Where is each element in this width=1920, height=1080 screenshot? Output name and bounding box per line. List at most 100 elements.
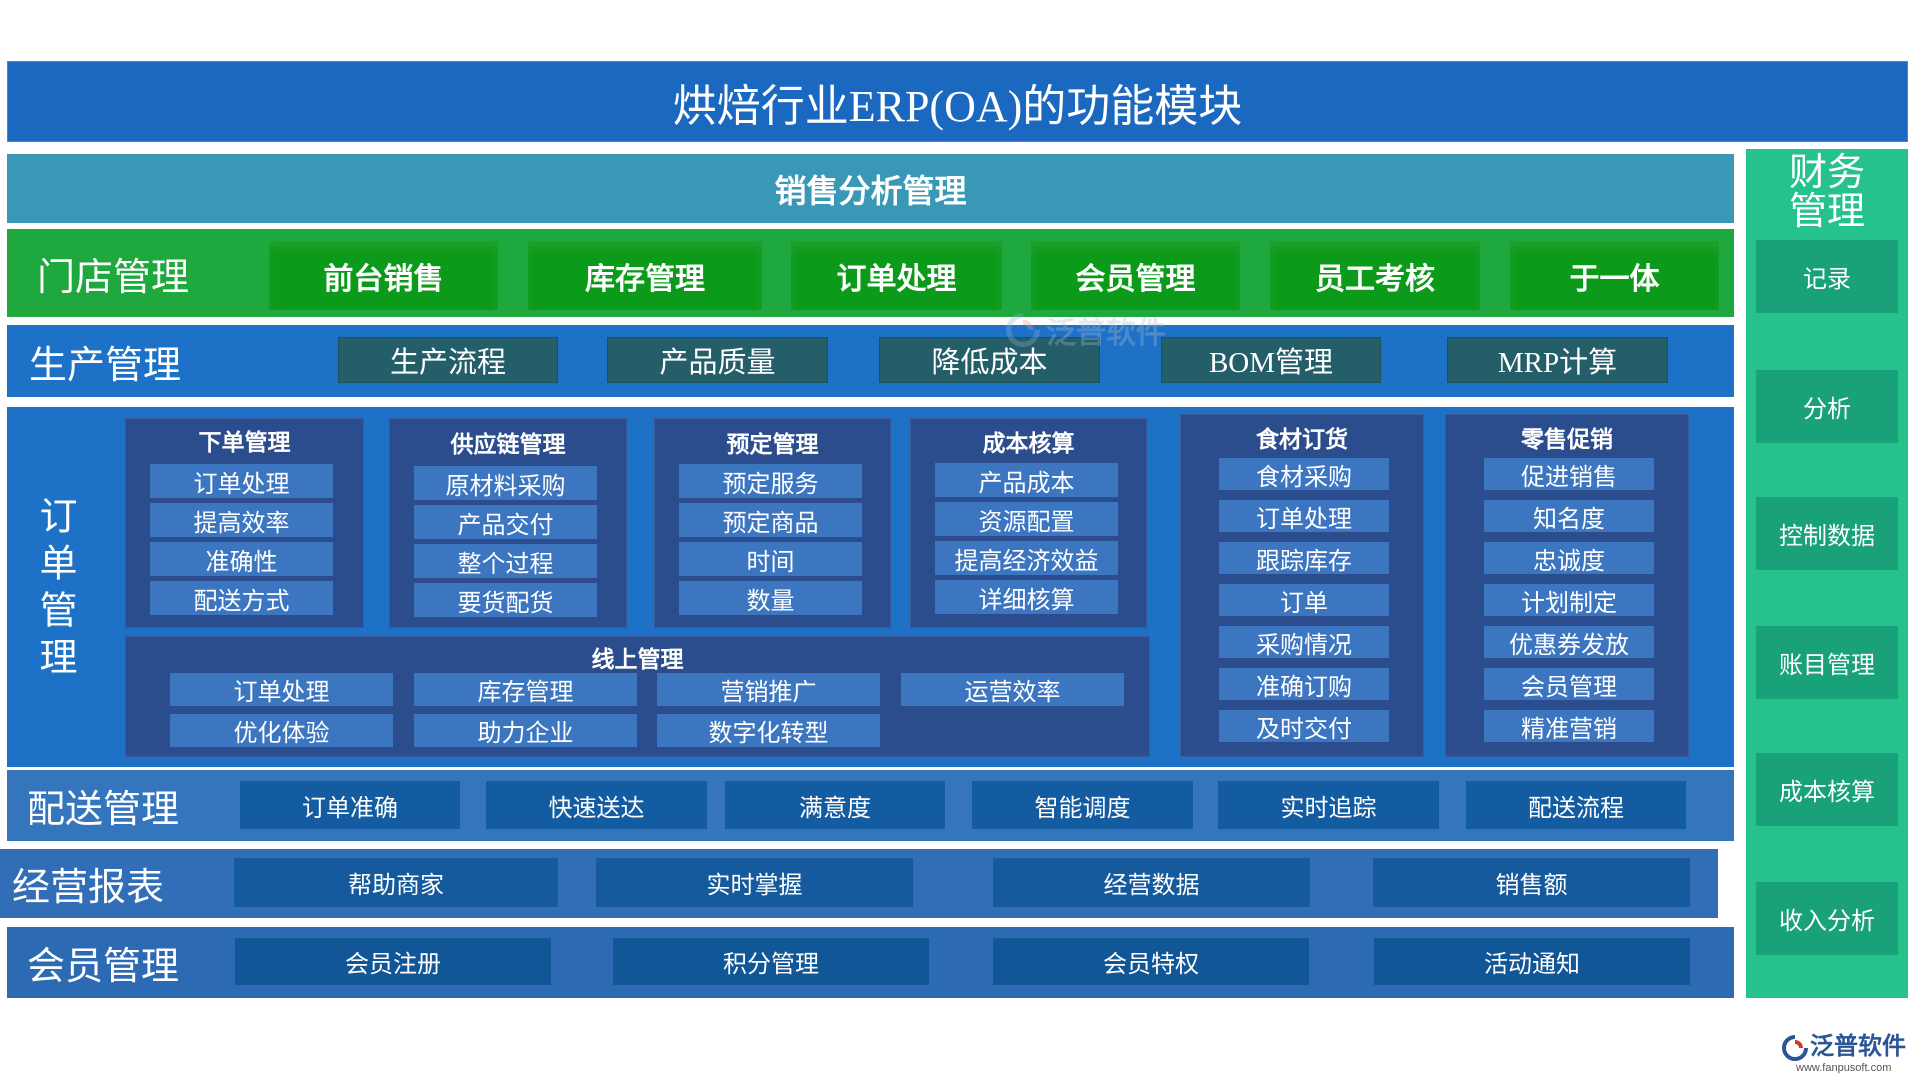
store-item: 员工考核: [1270, 241, 1480, 310]
production-item: BOM管理: [1161, 337, 1381, 383]
group-item: 优化体验: [170, 714, 393, 747]
delivery-item: 配送流程: [1466, 781, 1686, 829]
group-title: 预定管理: [726, 432, 819, 457]
finance-title-line-2: 管理: [1788, 191, 1865, 233]
group-item: 数量: [679, 581, 862, 615]
group-item: 原材料采购: [414, 466, 597, 500]
group-item: 知名度: [1484, 500, 1654, 533]
delivery-item: 满意度: [725, 781, 945, 829]
group-title: 食材订货: [1256, 427, 1348, 452]
membership-item: 会员注册: [235, 938, 551, 985]
store-item: 库存管理: [528, 241, 762, 310]
group-item: 订单处理: [150, 464, 333, 498]
membership-item: 积分管理: [613, 938, 929, 985]
store-row-label: 门店管理: [37, 256, 190, 299]
group-title: 供应链管理: [450, 432, 566, 457]
production-row: 生产管理 生产流程 产品质量 降低成本 BOM管理 MRP计算: [7, 325, 1734, 397]
group-title: 下单管理: [198, 430, 291, 455]
group-item: 精准营销: [1484, 710, 1654, 743]
group-item: 优惠券发放: [1484, 626, 1654, 659]
order-section-label: 订单管理: [33, 496, 75, 684]
reports-row-label: 经营报表: [12, 867, 165, 909]
finance-title-line-1: 财务: [1788, 152, 1865, 194]
delivery-item: 实时追踪: [1218, 781, 1439, 829]
production-item: 生产流程: [338, 337, 558, 383]
membership-item: 活动通知: [1374, 938, 1690, 985]
group-item: 库存管理: [414, 673, 637, 706]
group-item: 预定服务: [679, 464, 862, 498]
group-item: 订单处理: [170, 673, 393, 706]
group-item: 采购情况: [1219, 626, 1389, 659]
order-group-placing: 下单管理 订单处理 提高效率 准确性 配送方式: [125, 418, 364, 628]
group-item: 时间: [679, 542, 862, 576]
group-item: 准确性: [150, 542, 333, 576]
group-item: 忠诚度: [1484, 542, 1654, 575]
production-item: MRP计算: [1447, 337, 1668, 383]
group-item: 资源配置: [935, 502, 1118, 536]
reports-item: 实时掌握: [596, 858, 913, 907]
delivery-row-label: 配送管理: [27, 789, 180, 831]
sales-analysis-label: 销售分析管理: [774, 172, 967, 209]
store-item: 订单处理: [791, 241, 1002, 310]
group-item: 产品交付: [414, 505, 597, 539]
group-item: 运营效率: [901, 673, 1124, 706]
group-item: 助力企业: [414, 714, 637, 747]
finance-title: 财务 管理: [1746, 154, 1908, 232]
membership-row-label: 会员管理: [27, 946, 180, 988]
delivery-item: 订单准确: [240, 781, 460, 829]
group-title: 成本核算: [982, 431, 1075, 456]
order-group-ingredients: 食材订货 食材采购 订单处理 跟踪库存 订单 采购情况 准确订购 及时交付: [1180, 414, 1424, 757]
production-row-label: 生产管理: [29, 344, 182, 387]
order-section: 订单管理 下单管理 订单处理 提高效率 准确性 配送方式 供应链管理 原材料采购…: [7, 407, 1734, 767]
group-item: 提高效率: [150, 503, 333, 537]
group-item: 提高经济效益: [935, 541, 1118, 575]
order-group-retail-promotion: 零售促销 促进销售 知名度 忠诚度 计划制定 优惠券发放 会员管理 精准营销: [1445, 414, 1689, 757]
group-item: 产品成本: [935, 463, 1118, 497]
page-title: 烘焙行业ERP(OA)的功能模块: [672, 81, 1243, 131]
group-item: 及时交付: [1219, 710, 1389, 743]
production-item: 产品质量: [607, 337, 828, 383]
order-group-online: 线上管理 订单处理 库存管理 营销推广 运营效率 优化体验 助力企业 数字化转型: [125, 636, 1150, 757]
store-row: 门店管理 前台销售 库存管理 订单处理 会员管理 员工考核 于一体: [7, 229, 1734, 317]
sales-analysis-bar: 销售分析管理: [7, 154, 1734, 223]
finance-item-record: 记录: [1756, 240, 1898, 313]
group-item: 准确订购: [1219, 668, 1389, 701]
reports-item: 经营数据: [993, 858, 1310, 907]
finance-item-income-analysis: 收入分析: [1756, 882, 1898, 955]
group-item: 数字化转型: [657, 714, 880, 747]
delivery-row: 配送管理 订单准确 快速送达 满意度 智能调度 实时追踪 配送流程: [7, 770, 1734, 841]
brand-logo: 泛普软件 www.fanpusoft.com: [1782, 1033, 1912, 1077]
store-item: 于一体: [1510, 241, 1719, 310]
brand-url: www.fanpusoft.com: [1796, 1062, 1892, 1074]
group-item: 促进销售: [1484, 458, 1654, 491]
group-title: 零售促销: [1521, 427, 1613, 452]
delivery-item: 智能调度: [972, 781, 1193, 829]
reports-item: 帮助商家: [234, 858, 558, 907]
membership-row: 会员管理 会员注册 积分管理 会员特权 活动通知: [7, 927, 1734, 998]
group-item: 食材采购: [1219, 458, 1389, 491]
order-group-supply-chain: 供应链管理 原材料采购 产品交付 整个过程 要货配货: [389, 418, 627, 628]
reports-row: 经营报表 帮助商家 实时掌握 经营数据 销售额: [0, 849, 1718, 918]
finance-item-accounts: 账目管理: [1756, 626, 1898, 699]
production-item: 降低成本: [879, 337, 1100, 383]
delivery-item: 快速送达: [486, 781, 707, 829]
store-item: 前台销售: [269, 241, 498, 310]
brand-swirl-icon: [1782, 1035, 1808, 1061]
brand-name: 泛普软件: [1810, 1034, 1906, 1060]
group-item: 会员管理: [1484, 668, 1654, 701]
group-item: 跟踪库存: [1219, 542, 1389, 575]
finance-panel: 财务 管理 记录 分析 控制数据 账目管理 成本核算 收入分析: [1746, 149, 1908, 998]
title-bar: 烘焙行业ERP(OA)的功能模块: [7, 61, 1908, 142]
finance-item-control-data: 控制数据: [1756, 497, 1898, 570]
finance-item-analysis: 分析: [1756, 370, 1898, 443]
group-item: 预定商品: [679, 503, 862, 537]
order-group-reservation: 预定管理 预定服务 预定商品 时间 数量: [654, 418, 891, 628]
group-item: 订单: [1219, 584, 1389, 617]
group-item: 计划制定: [1484, 584, 1654, 617]
group-item: 详细核算: [935, 580, 1118, 614]
group-title: 线上管理: [591, 647, 684, 672]
order-group-cost-accounting: 成本核算 产品成本 资源配置 提高经济效益 详细核算: [910, 418, 1147, 628]
finance-item-cost-accounting: 成本核算: [1756, 753, 1898, 826]
group-item: 配送方式: [150, 581, 333, 615]
store-item: 会员管理: [1031, 241, 1240, 310]
